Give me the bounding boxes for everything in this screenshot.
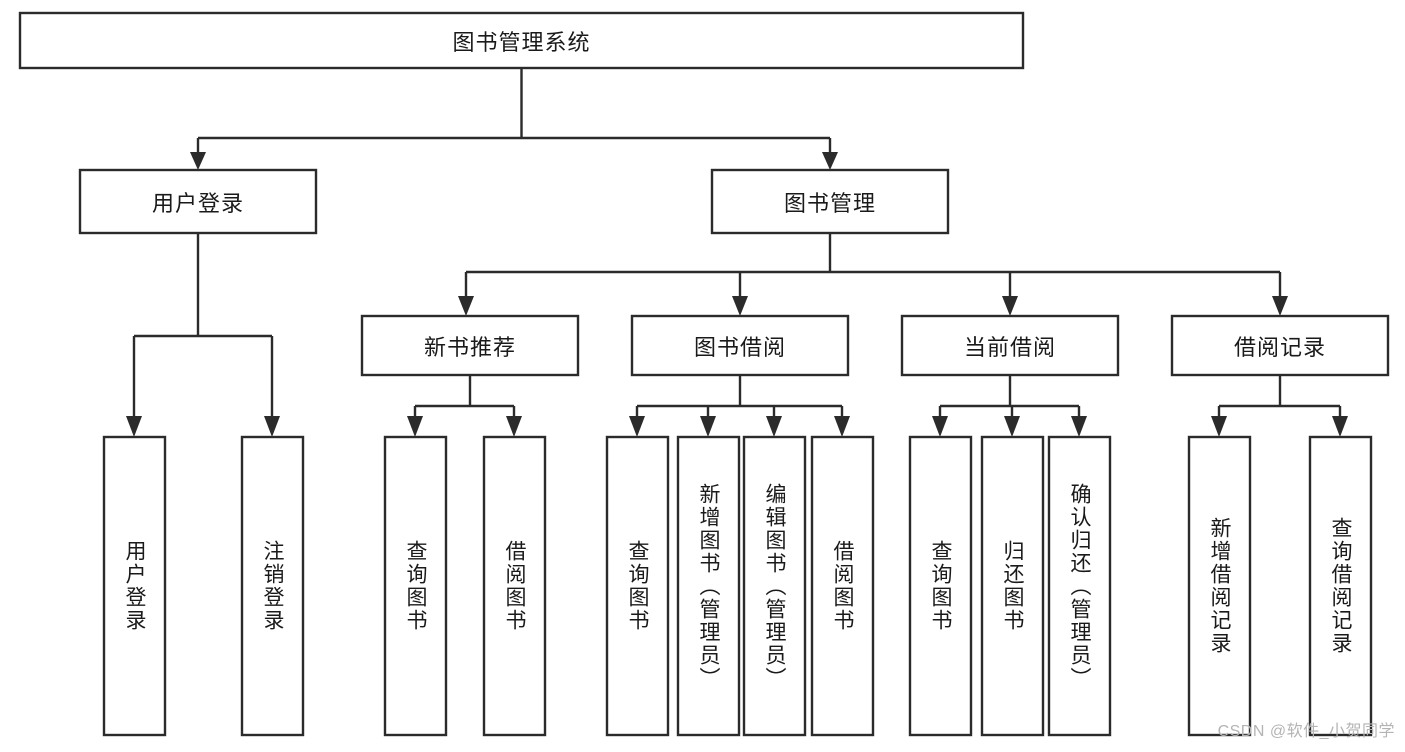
node-root-box[interactable] bbox=[18, 11, 1025, 70]
arrow-leaf-query-book-1 bbox=[407, 416, 423, 437]
node-book-manage-box[interactable] bbox=[710, 168, 950, 235]
arrow-current-borrow bbox=[1002, 296, 1018, 316]
connectors bbox=[126, 68, 1348, 437]
node-new-book-rec-box[interactable] bbox=[360, 314, 580, 377]
arrow-leaf-return-book bbox=[1004, 416, 1020, 437]
node-leaf-borrow-book-1-box[interactable] bbox=[482, 435, 547, 737]
node-user-login-box[interactable] bbox=[78, 168, 318, 235]
node-leaf-query-record-box[interactable] bbox=[1308, 435, 1373, 737]
node-book-borrow-box[interactable] bbox=[630, 314, 850, 377]
node-leaf-add-record-box[interactable] bbox=[1187, 435, 1252, 737]
node-leaf-add-book-box[interactable] bbox=[676, 435, 741, 737]
node-boxes bbox=[18, 11, 1390, 737]
arrow-leaf-user-login bbox=[126, 416, 142, 437]
arrow-leaf-query-book-2 bbox=[629, 416, 645, 437]
node-leaf-query-book-3-box[interactable] bbox=[908, 435, 973, 737]
arrow-leaf-borrow-book-2 bbox=[834, 416, 850, 437]
node-leaf-query-book-1-box[interactable] bbox=[383, 435, 448, 737]
arrow-book-manage bbox=[822, 152, 838, 170]
arrow-leaf-logout bbox=[264, 416, 280, 437]
arrow-leaf-add-book bbox=[700, 416, 716, 437]
node-current-borrow-box[interactable] bbox=[900, 314, 1120, 377]
arrow-book-borrow bbox=[732, 296, 748, 316]
node-leaf-borrow-book-2-box[interactable] bbox=[810, 435, 875, 737]
arrow-leaf-borrow-book-1 bbox=[506, 416, 522, 437]
node-leaf-confirm-return-box[interactable] bbox=[1047, 435, 1112, 737]
watermark: CSDN @软件_小贺同学 bbox=[1217, 723, 1395, 740]
arrow-user-login bbox=[190, 152, 206, 170]
node-leaf-edit-book-box[interactable] bbox=[742, 435, 807, 737]
node-leaf-user-login-box[interactable] bbox=[102, 435, 167, 737]
node-leaf-return-book-box[interactable] bbox=[980, 435, 1045, 737]
arrow-leaf-query-record bbox=[1332, 416, 1348, 437]
node-leaf-logout-box[interactable] bbox=[240, 435, 305, 737]
arrow-borrow-record bbox=[1272, 296, 1288, 316]
arrow-leaf-query-book-3 bbox=[932, 416, 948, 437]
node-leaf-query-book-2-box[interactable] bbox=[605, 435, 670, 737]
arrow-leaf-add-record bbox=[1211, 416, 1227, 437]
node-borrow-record-box[interactable] bbox=[1170, 314, 1390, 377]
arrow-new-book-rec bbox=[458, 296, 474, 316]
arrow-leaf-confirm-return bbox=[1071, 416, 1087, 437]
arrow-leaf-edit-book bbox=[766, 416, 782, 437]
